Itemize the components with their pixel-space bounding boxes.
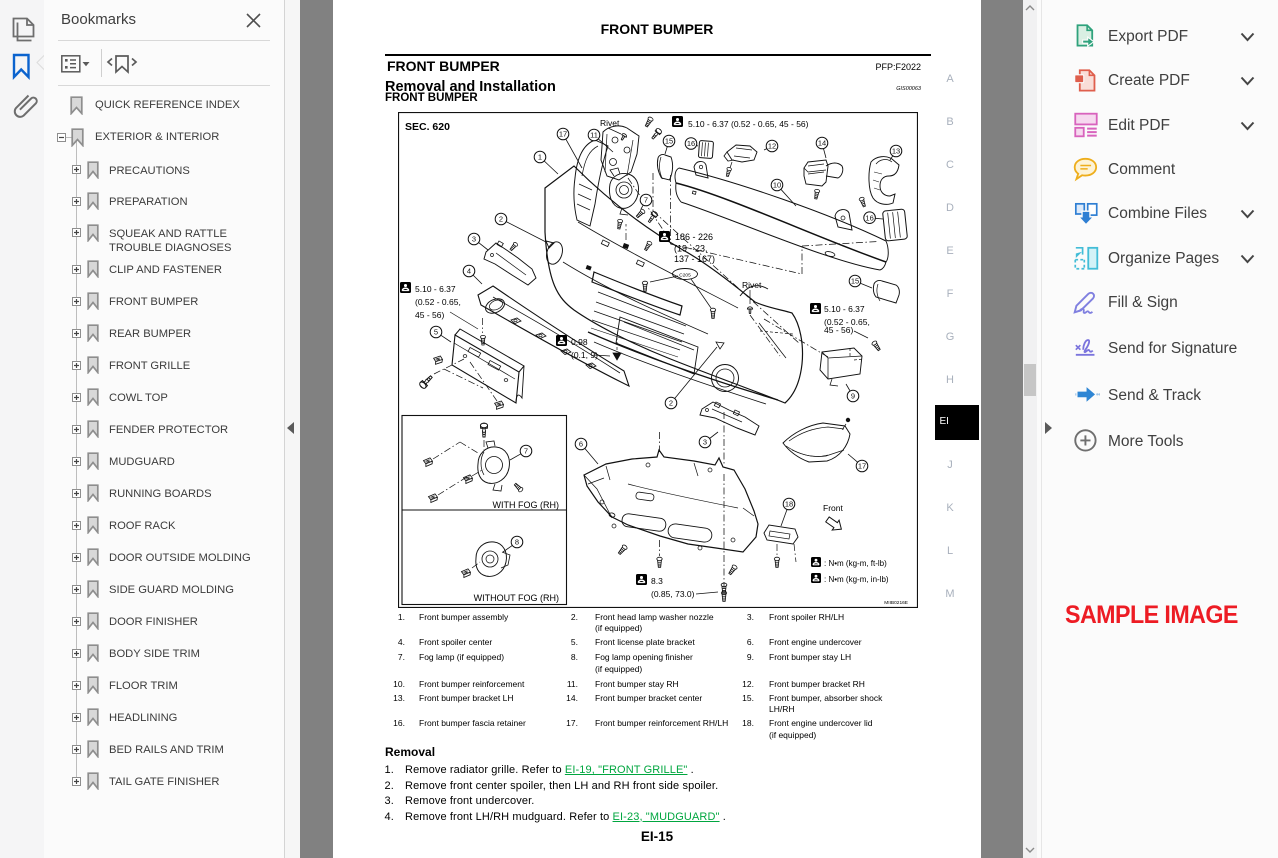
svg-text:18: 18	[785, 500, 793, 509]
svg-text:: N•m (kg-m, ft-lb): : N•m (kg-m, ft-lb)	[824, 559, 887, 568]
svg-text:5.10 - 6.37 (0.52 - 0.65, 45 -: 5.10 - 6.37 (0.52 - 0.65, 45 - 56)	[688, 119, 809, 129]
svg-text:137 - 167): 137 - 167)	[674, 254, 715, 264]
svg-text:0.98: 0.98	[571, 337, 588, 347]
svg-text:16: 16	[865, 213, 873, 222]
svg-text:15: 15	[665, 137, 673, 146]
svg-text:WITHOUT FOG (RH): WITHOUT FOG (RH)	[474, 593, 559, 603]
svg-text:9: 9	[851, 392, 855, 401]
svg-text:(0.52 - 0.65,: (0.52 - 0.65,	[415, 297, 461, 307]
svg-text:3: 3	[703, 438, 707, 447]
svg-text:SEC. 620: SEC. 620	[405, 121, 450, 133]
svg-text:14: 14	[818, 139, 826, 148]
svg-text:: N•m (kg-m, in-lb): : N•m (kg-m, in-lb)	[824, 575, 889, 584]
svg-text:7: 7	[524, 447, 528, 456]
svg-text:7: 7	[644, 196, 648, 205]
svg-text:5.10 - 6.37: 5.10 - 6.37	[824, 304, 865, 314]
svg-text:1: 1	[538, 153, 542, 162]
svg-text:45 - 56): 45 - 56)	[824, 325, 853, 335]
svg-text:13: 13	[892, 147, 900, 156]
svg-text:5: 5	[434, 328, 438, 337]
svg-text:8: 8	[515, 538, 519, 547]
svg-text:2: 2	[499, 215, 503, 224]
svg-text:(0.52 - 0.65,: (0.52 - 0.65,	[824, 317, 870, 327]
svg-text:12: 12	[768, 142, 776, 151]
svg-text:WITH FOG (RH): WITH FOG (RH)	[493, 500, 560, 510]
svg-text:15: 15	[851, 277, 859, 286]
svg-text:(19 - 23,: (19 - 23,	[674, 244, 708, 254]
svg-text:Rivet: Rivet	[600, 118, 620, 128]
svg-text:6: 6	[579, 440, 583, 449]
svg-text:C205: C205	[679, 273, 691, 279]
svg-text:16: 16	[687, 139, 695, 148]
svg-text:11: 11	[590, 131, 598, 140]
svg-text:3: 3	[472, 235, 476, 244]
svg-text:2: 2	[669, 399, 673, 408]
svg-text:(0.85, 73.0): (0.85, 73.0)	[651, 589, 695, 599]
svg-text:10: 10	[773, 181, 781, 190]
svg-text:17: 17	[559, 130, 567, 139]
svg-text:Rivet: Rivet	[742, 280, 762, 290]
svg-text:MIIB0216E: MIIB0216E	[884, 600, 908, 606]
svg-text:17: 17	[858, 462, 866, 471]
svg-text:8.3: 8.3	[651, 576, 663, 586]
svg-text:Front: Front	[823, 503, 843, 513]
svg-text:5.10 - 6.37: 5.10 - 6.37	[415, 284, 456, 294]
svg-text:45 - 56): 45 - 56)	[415, 310, 444, 320]
svg-text:186 - 226: 186 - 226	[675, 232, 713, 242]
svg-text:4: 4	[467, 267, 471, 276]
svg-text:(0.1, 9): (0.1, 9)	[571, 350, 598, 360]
